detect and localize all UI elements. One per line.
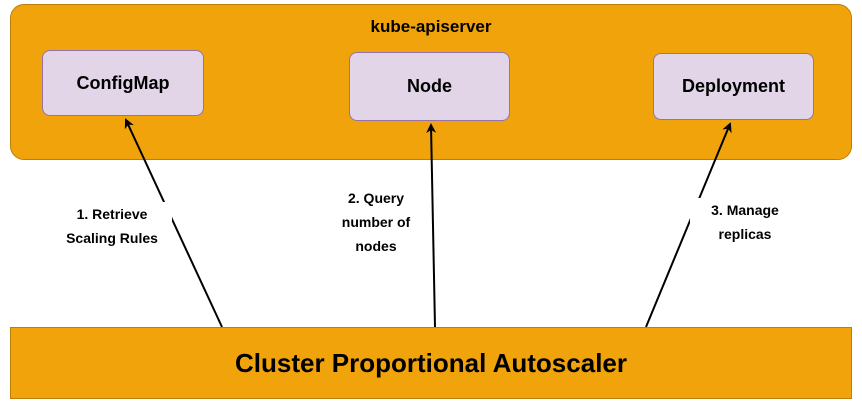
edge-label-line: 1. Retrieve xyxy=(76,206,148,222)
edge-label-line: number of xyxy=(341,214,411,230)
edge-label-manage: 3. Manage replicas xyxy=(690,198,800,246)
edge-label-retrieve: 1. Retrieve Scaling Rules xyxy=(52,202,172,250)
edge-retrieve-arrow xyxy=(124,118,223,328)
edge-label-line: 2. Query xyxy=(347,190,405,206)
cluster-proportional-autoscaler-node: Cluster Proportional Autoscaler xyxy=(10,327,852,399)
node-label: Node xyxy=(407,76,452,96)
configmap-label: ConfigMap xyxy=(76,72,170,93)
edge-label-line: 3. Manage xyxy=(711,202,779,218)
edge-label-line: nodes xyxy=(355,238,397,254)
kube-apiserver-title: kube-apiserver xyxy=(370,17,492,36)
edge-label-line: replicas xyxy=(718,226,772,242)
deployment-node: Deployment xyxy=(653,53,814,120)
deployment-label: Deployment xyxy=(681,76,786,96)
autoscaler-label: Cluster Proportional Autoscaler xyxy=(235,347,627,378)
edge-label-query: 2. Query number of nodes xyxy=(328,186,424,258)
node-resource-node: Node xyxy=(349,52,510,121)
configmap-node: ConfigMap xyxy=(42,50,204,116)
edge-query-arrow xyxy=(426,123,437,328)
edge-manage-arrow xyxy=(645,122,732,328)
edge-label-line: Scaling Rules xyxy=(66,230,158,246)
